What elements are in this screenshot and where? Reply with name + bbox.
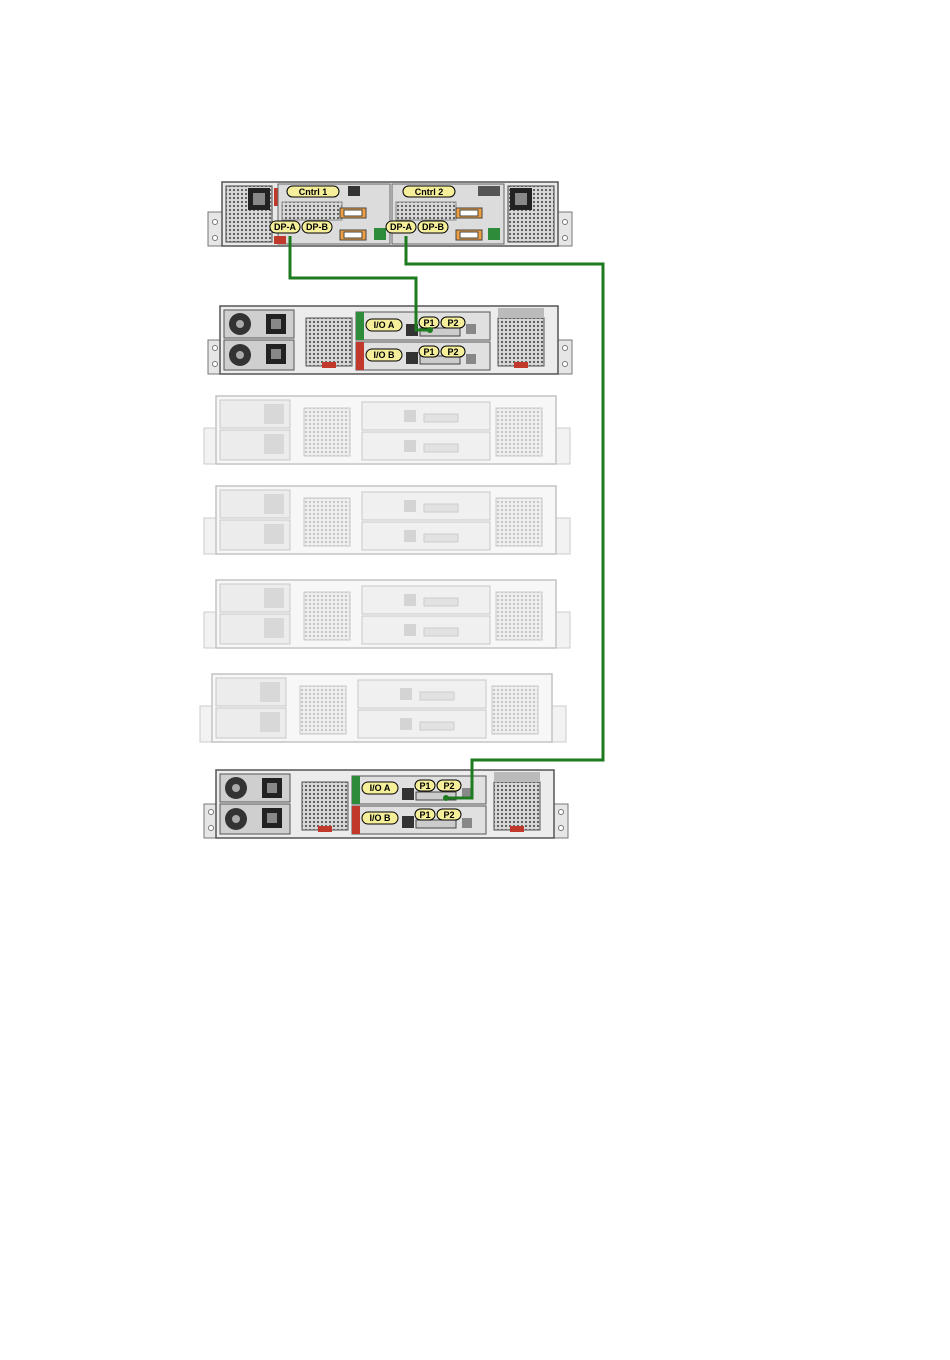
label-p1-b-top: P1 (419, 346, 439, 357)
label-dp-b-cntrl-1: DP-B (302, 221, 332, 233)
svg-text:P2: P2 (443, 810, 454, 820)
svg-text:DP-A: DP-A (274, 222, 296, 232)
label-cntrl-1: Cntrl 1 (287, 186, 339, 197)
svg-text:I/O B: I/O B (373, 350, 395, 360)
svg-text:I/O A: I/O A (374, 320, 395, 330)
greyed-enclosure-1 (204, 396, 570, 464)
label-p1-a-bottom: P1 (415, 780, 435, 791)
svg-text:I/O A: I/O A (370, 783, 391, 793)
label-p2-b-bottom: P2 (437, 809, 461, 820)
svg-text:DP-B: DP-B (306, 222, 328, 232)
svg-text:DP-B: DP-B (422, 222, 444, 232)
greyed-enclosure-3 (204, 580, 570, 648)
label-p1-b-bottom: P1 (415, 809, 435, 820)
controller-enclosure: Cntrl 1 Cntrl 2 DP-A DP-B DP-A DP-B (208, 182, 572, 246)
svg-text:P2: P2 (447, 318, 458, 328)
svg-text:Cntrl 2: Cntrl 2 (415, 187, 444, 197)
expansion-enclosure-top: I/O A P1 P2 I/O B P1 P2 (208, 306, 572, 374)
label-io-a-top: I/O A (366, 319, 402, 331)
svg-text:P1: P1 (423, 347, 434, 357)
label-p2-a-top: P2 (441, 317, 465, 328)
label-p1-a-top: P1 (419, 317, 439, 328)
label-cntrl-2: Cntrl 2 (403, 186, 455, 197)
label-io-a-bottom: I/O A (362, 782, 398, 794)
label-dp-a-cntrl-2: DP-A (386, 221, 416, 233)
expansion-enclosure-bottom: I/O A P1 P2 I/O B P1 P2 (204, 770, 568, 838)
svg-text:P2: P2 (443, 781, 454, 791)
svg-text:I/O B: I/O B (369, 813, 391, 823)
greyed-enclosure-4 (200, 674, 566, 742)
label-p2-b-top: P2 (441, 346, 465, 357)
greyed-enclosure-2 (204, 486, 570, 554)
svg-text:P1: P1 (419, 781, 430, 791)
svg-text:DP-A: DP-A (390, 222, 412, 232)
label-p2-a-bottom: P2 (437, 780, 461, 791)
label-dp-a-cntrl-1: DP-A (270, 221, 300, 233)
svg-text:P1: P1 (419, 810, 430, 820)
label-io-b-bottom: I/O B (362, 812, 398, 824)
svg-text:Cntrl 1: Cntrl 1 (299, 187, 328, 197)
svg-text:P1: P1 (423, 318, 434, 328)
svg-text:P2: P2 (447, 347, 458, 357)
label-dp-b-cntrl-2: DP-B (418, 221, 448, 233)
label-io-b-top: I/O B (366, 349, 402, 361)
